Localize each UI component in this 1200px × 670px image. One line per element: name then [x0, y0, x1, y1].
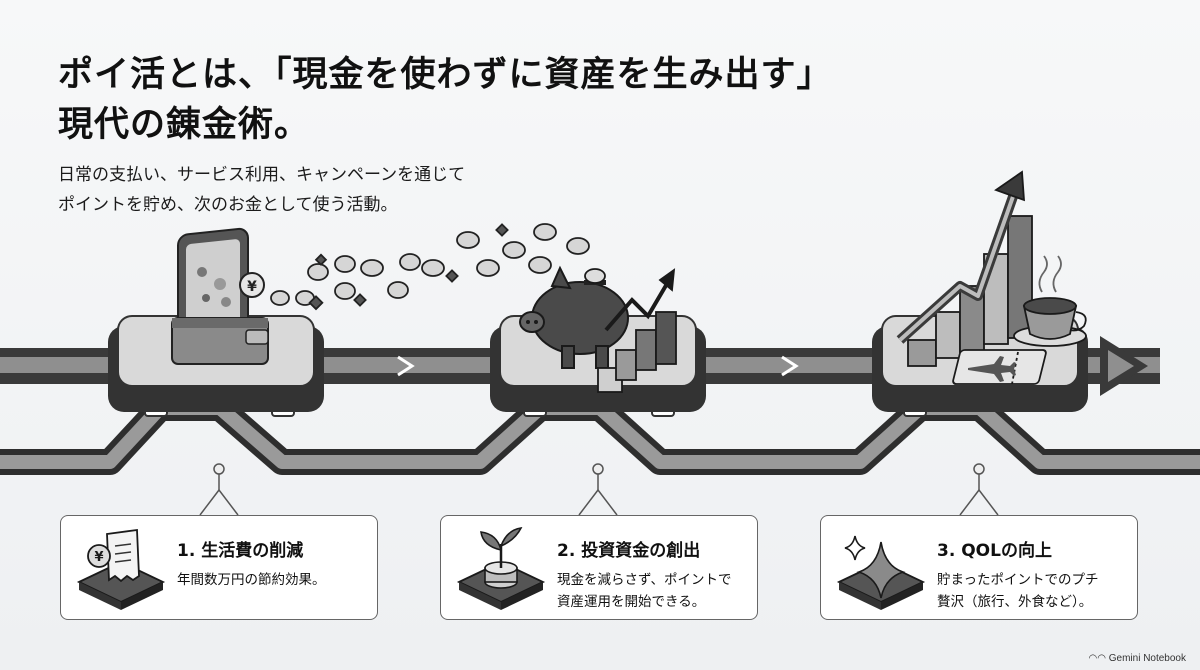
- card-2-desc: 現金を減らさず、ポイントで 資産運用を開始できる。: [557, 569, 747, 613]
- sprout-coins-icon: [456, 526, 546, 610]
- coffee-cup-icon: [1013, 255, 1087, 347]
- page-subtitle: 日常の支払い、サービス利用、キャンペーンを通じて ポイントを貯め、次のお金として…: [58, 160, 465, 220]
- sparkle-icon: [836, 535, 926, 610]
- title-line-1: ポイ活とは、「現金を使わずに資産を生み出す」: [58, 55, 833, 95]
- footer-brand-label: Gemini Notebook: [1108, 653, 1186, 664]
- airplane-icon: [968, 356, 1016, 382]
- footer-brand: ◠◠ Gemini Notebook: [1089, 653, 1187, 664]
- card-2-title: 2. 投資資金の創出: [557, 541, 701, 561]
- card-3-title: 3. QOLの向上: [937, 541, 1052, 561]
- chevron-right-icon: [397, 355, 415, 377]
- card-1-desc: 年間数万円の節約効果。: [177, 569, 367, 591]
- lower-tracks: [0, 395, 1200, 475]
- receipt-coin-symbol: ¥: [94, 550, 103, 565]
- travel-ticket-icon: [952, 349, 1047, 385]
- card-2-desc-line-1: 現金を減らさず、ポイントで: [557, 572, 732, 588]
- chevron-right-icon: [781, 355, 799, 377]
- benefit-card-2: 2. 投資資金の創出 現金を減らさず、ポイントで 資産運用を開始できる。: [440, 515, 758, 620]
- benefit-card-3: 3. QOLの向上 貯まったポイントでのプチ 贅沢（旅行、外食など）。: [820, 515, 1138, 620]
- yen-coin-symbol: ¥: [247, 279, 257, 295]
- subtitle-line-2: ポイントを貯め、次のお金として使う活動。: [58, 195, 398, 215]
- card-2-desc-line-2: 資産運用を開始できる。: [557, 594, 706, 610]
- smartphone-wallet-icon: ¥: [171, 227, 269, 365]
- card-3-desc-line-1: 貯まったポイントでのプチ: [937, 572, 1099, 588]
- piggy-bank-icon: [519, 265, 629, 369]
- benefit-card-1: ¥ 1. 生活費の削減 年間数万円の節約効果。: [60, 515, 378, 620]
- card-pins: [199, 463, 999, 516]
- card-3-desc-line-2: 贅沢（旅行、外食など）。: [937, 594, 1093, 610]
- card-1-title: 1. 生活費の削減: [177, 541, 304, 561]
- notebook-logo-icon: ◠◠: [1088, 653, 1106, 664]
- flying-coins: [270, 223, 590, 311]
- growth-bars-icon: [597, 268, 677, 393]
- subtitle-line-1: 日常の支払い、サービス利用、キャンペーンを通じて: [58, 165, 466, 185]
- card-3-desc: 貯まったポイントでのプチ 贅沢（旅行、外食など）。: [937, 569, 1127, 613]
- receipt-icon: ¥: [76, 528, 166, 610]
- title-line-2: 現代の錬金術。: [58, 105, 311, 145]
- card-1-desc-line-1: 年間数万円の節約効果。: [177, 572, 326, 588]
- page-title: ポイ活とは、「現金を使わずに資産を生み出す」 現代の錬金術。: [58, 50, 833, 150]
